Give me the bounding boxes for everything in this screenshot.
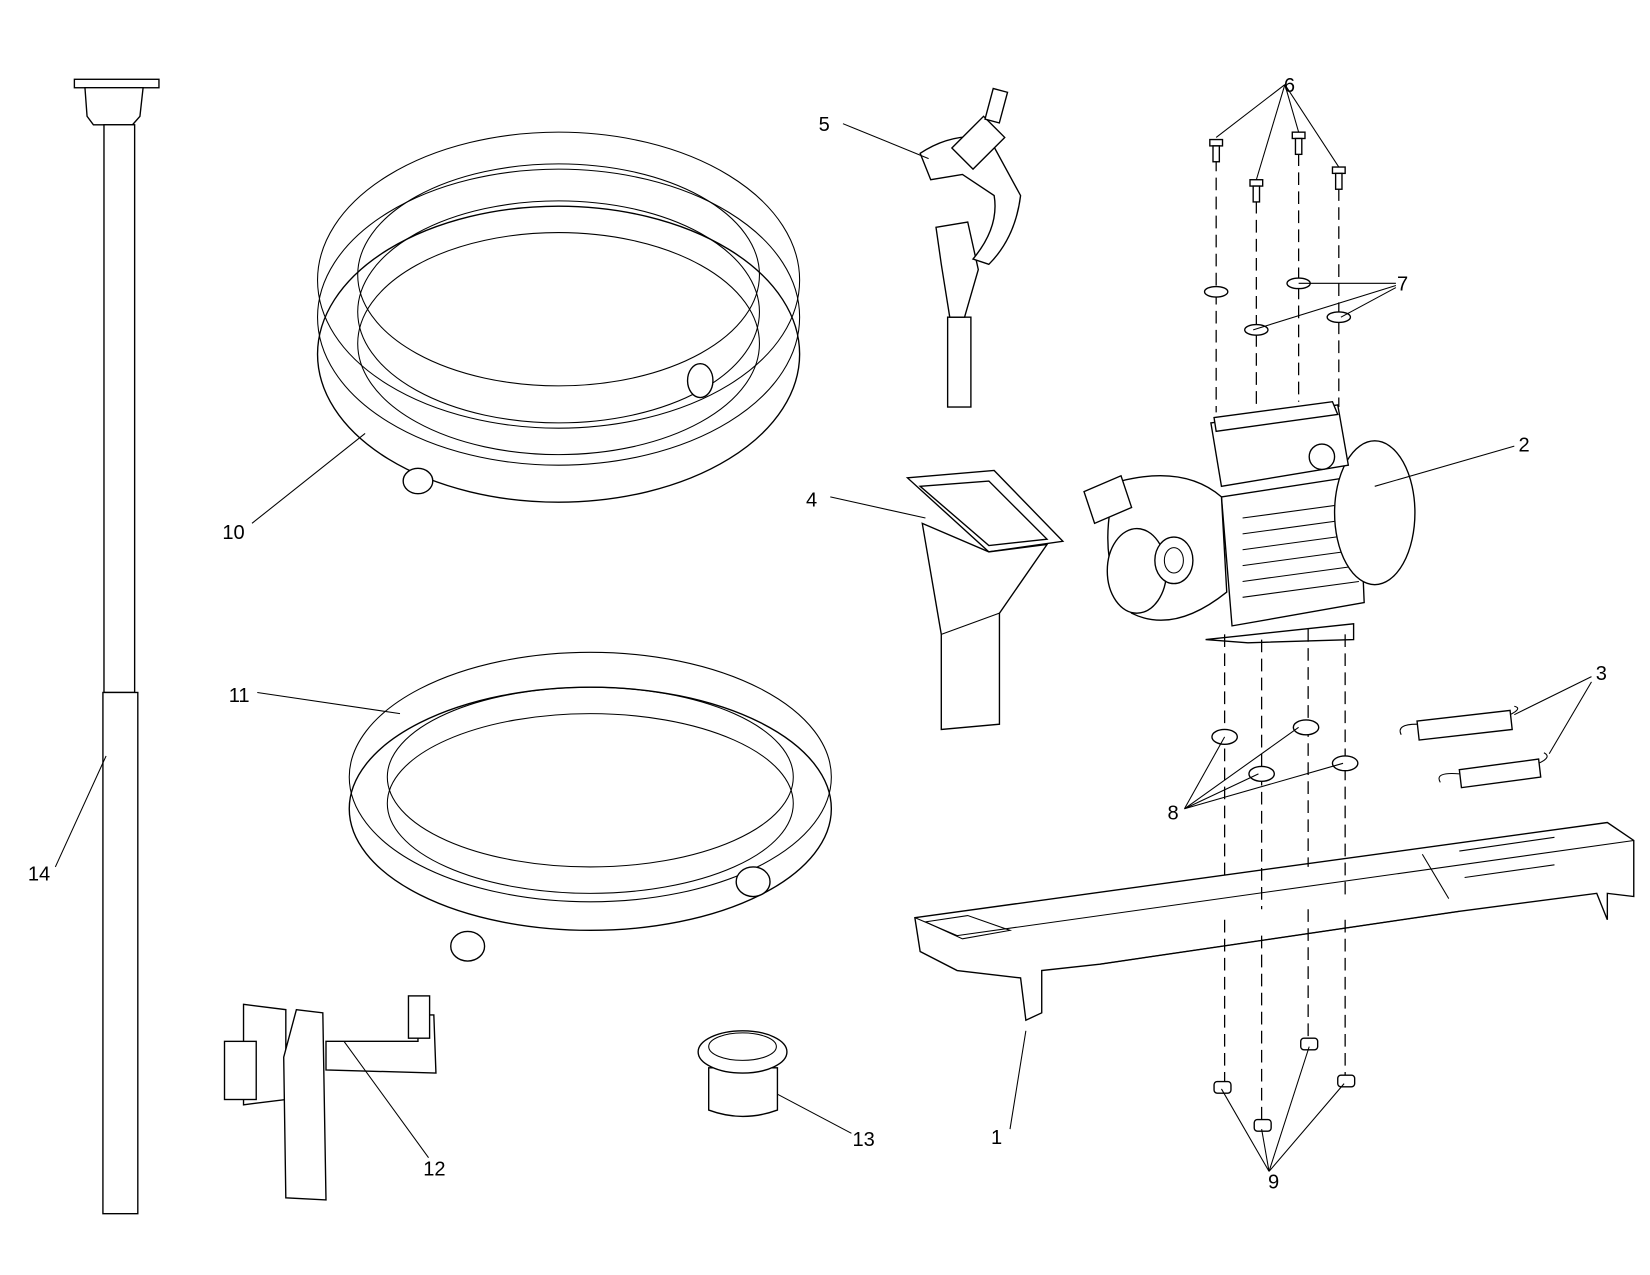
- part-11-hose: [348, 651, 833, 962]
- callout-10: 10: [222, 522, 244, 544]
- part-4-funnel: [905, 469, 1065, 731]
- part-1-base: [914, 821, 1635, 1022]
- part-13-cap: [697, 1030, 788, 1118]
- part-8-rubber-mounts: [1211, 719, 1359, 782]
- callout-14: 14: [28, 864, 50, 886]
- part-9-nuts: [1213, 1037, 1356, 1132]
- callout-5: 5: [819, 114, 830, 136]
- callout-6: 6: [1284, 75, 1295, 97]
- callout-1: 1: [991, 1127, 1002, 1149]
- assembly-axes: [1215, 153, 1346, 1121]
- callout-7: 7: [1397, 274, 1408, 296]
- leader-lines: [54, 84, 1592, 1172]
- part-6-screws: [1209, 131, 1346, 203]
- part-12-suction-fitting: [223, 995, 437, 1201]
- callout-11: 11: [229, 685, 250, 707]
- part-14-suction-rod: [73, 78, 160, 1215]
- callout-12: 12: [423, 1159, 445, 1181]
- part-2-pump: [1083, 400, 1416, 644]
- callout-2: 2: [1519, 434, 1530, 456]
- callout-4: 4: [806, 489, 817, 511]
- callout-3: 3: [1596, 663, 1607, 685]
- callout-8: 8: [1168, 802, 1179, 824]
- callout-9: 9: [1268, 1171, 1279, 1193]
- callouts: 1 2 3 4 5 6 7 8 9 10 11 12 13 14: [28, 75, 1607, 1193]
- part-3-springs: [1399, 705, 1548, 789]
- part-5-nozzle: [919, 87, 1022, 408]
- part-10-coiled-hose: [316, 131, 801, 503]
- callout-13: 13: [852, 1129, 874, 1151]
